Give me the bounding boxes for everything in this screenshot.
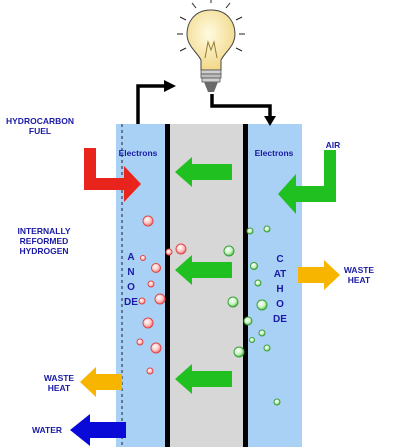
oxygen-bubbles	[223, 225, 281, 406]
waste-heat-right-label: WASTE HEAT	[343, 265, 375, 285]
waste-heat-left-arrow	[80, 367, 122, 397]
cathode-label: CATHODE	[273, 254, 287, 325]
external-circuit-right	[210, 94, 272, 118]
water-outlet-arrow	[70, 414, 126, 446]
air-label: AIR	[325, 140, 341, 150]
electrons-label-anode: Electrons	[118, 148, 158, 158]
waste-heat-left-label: WASTE HEAT	[43, 373, 75, 393]
hydrogen-bubbles	[136, 215, 187, 375]
internally-reformed-hydrogen-label: INTERNALLY REFORMED HYDROGEN	[17, 226, 71, 256]
air-inlet-arrow	[278, 150, 336, 214]
circuit-arrowhead-right	[264, 116, 276, 126]
electrons-label-cathode: Electrons	[254, 148, 294, 158]
circuit-arrowhead-left	[164, 80, 176, 92]
ion-arrow-2	[175, 255, 232, 285]
cathode-boundary	[243, 124, 248, 447]
anode-boundary	[165, 124, 170, 447]
light-bulb-icon	[177, 0, 245, 92]
external-circuit-left	[136, 84, 166, 124]
ion-arrow-1	[175, 157, 232, 187]
water-label: WATER	[31, 425, 63, 435]
waste-heat-right-arrow	[298, 260, 340, 290]
ion-arrow-3	[175, 364, 232, 394]
hydrocarbon-fuel-label: HYDROCARBON FUEL	[6, 116, 74, 136]
fuel-inlet-arrow	[84, 148, 141, 202]
anode-label: ANODE	[124, 252, 138, 308]
